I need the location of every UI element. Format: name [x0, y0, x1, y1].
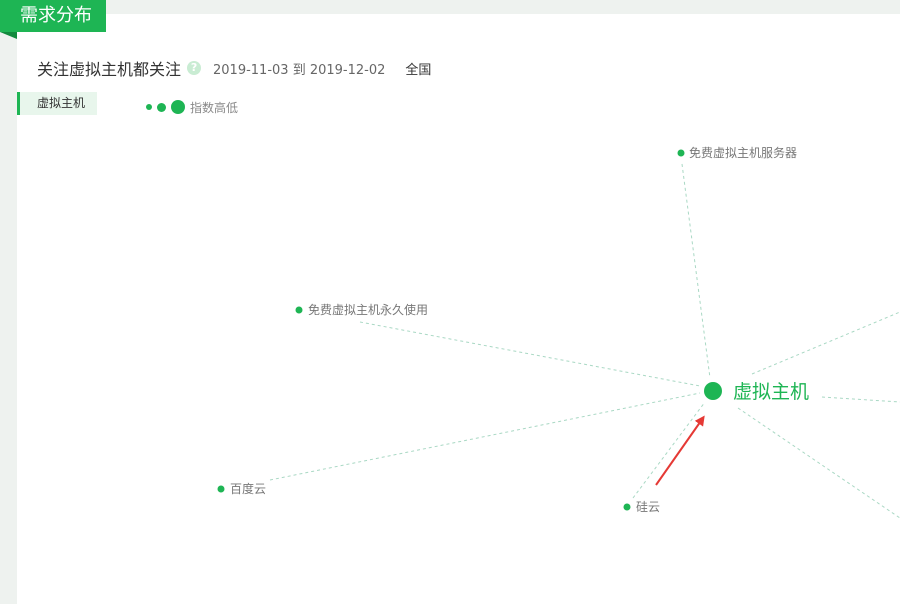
header-row: 关注虚拟主机都关注 ? 2019-11-03 到 2019-12-02 全国: [37, 57, 431, 79]
edge-bottom: [632, 401, 706, 499]
edge-top: [681, 163, 711, 379]
node-dot[interactable]: [217, 485, 225, 493]
center-node-label[interactable]: 虚拟主机: [733, 381, 809, 403]
legend-dot-medium: [157, 102, 166, 112]
node-label[interactable]: 免费虚拟主机服务器: [689, 145, 797, 160]
keyword-tab[interactable]: 虚拟主机: [17, 92, 97, 115]
date-range[interactable]: 2019-11-03 到 2019-12-02: [213, 62, 386, 78]
edge-left-upper: [359, 321, 701, 387]
question-mark-icon[interactable]: ?: [187, 61, 202, 75]
node-label[interactable]: 硅云: [636, 500, 660, 514]
legend-label: 指数高低: [190, 100, 239, 115]
content-panel: [17, 14, 900, 604]
ribbon-fold: [0, 32, 17, 39]
center-node[interactable]: [704, 382, 722, 400]
legend-dot-large: [171, 100, 185, 114]
edge-left-lower: [269, 392, 701, 481]
region-selector[interactable]: 全国: [405, 62, 432, 78]
edge-right-upper: [751, 311, 900, 375]
section-title: 需求分布: [0, 0, 106, 32]
node-label[interactable]: 免费虚拟主机永久使用: [308, 302, 428, 317]
edge-right-lower: [737, 407, 900, 519]
node-label[interactable]: 百度云: [230, 481, 266, 496]
node-dot[interactable]: [295, 306, 303, 314]
node-dot[interactable]: [677, 149, 685, 157]
edge-right-middle: [821, 396, 900, 403]
annotation-arrow: [655, 415, 705, 486]
page-title: 关注虚拟主机都关注: [37, 60, 182, 79]
legend: 指数高低: [146, 98, 238, 116]
node-dot[interactable]: [623, 503, 631, 511]
legend-dot-small: [146, 104, 152, 110]
